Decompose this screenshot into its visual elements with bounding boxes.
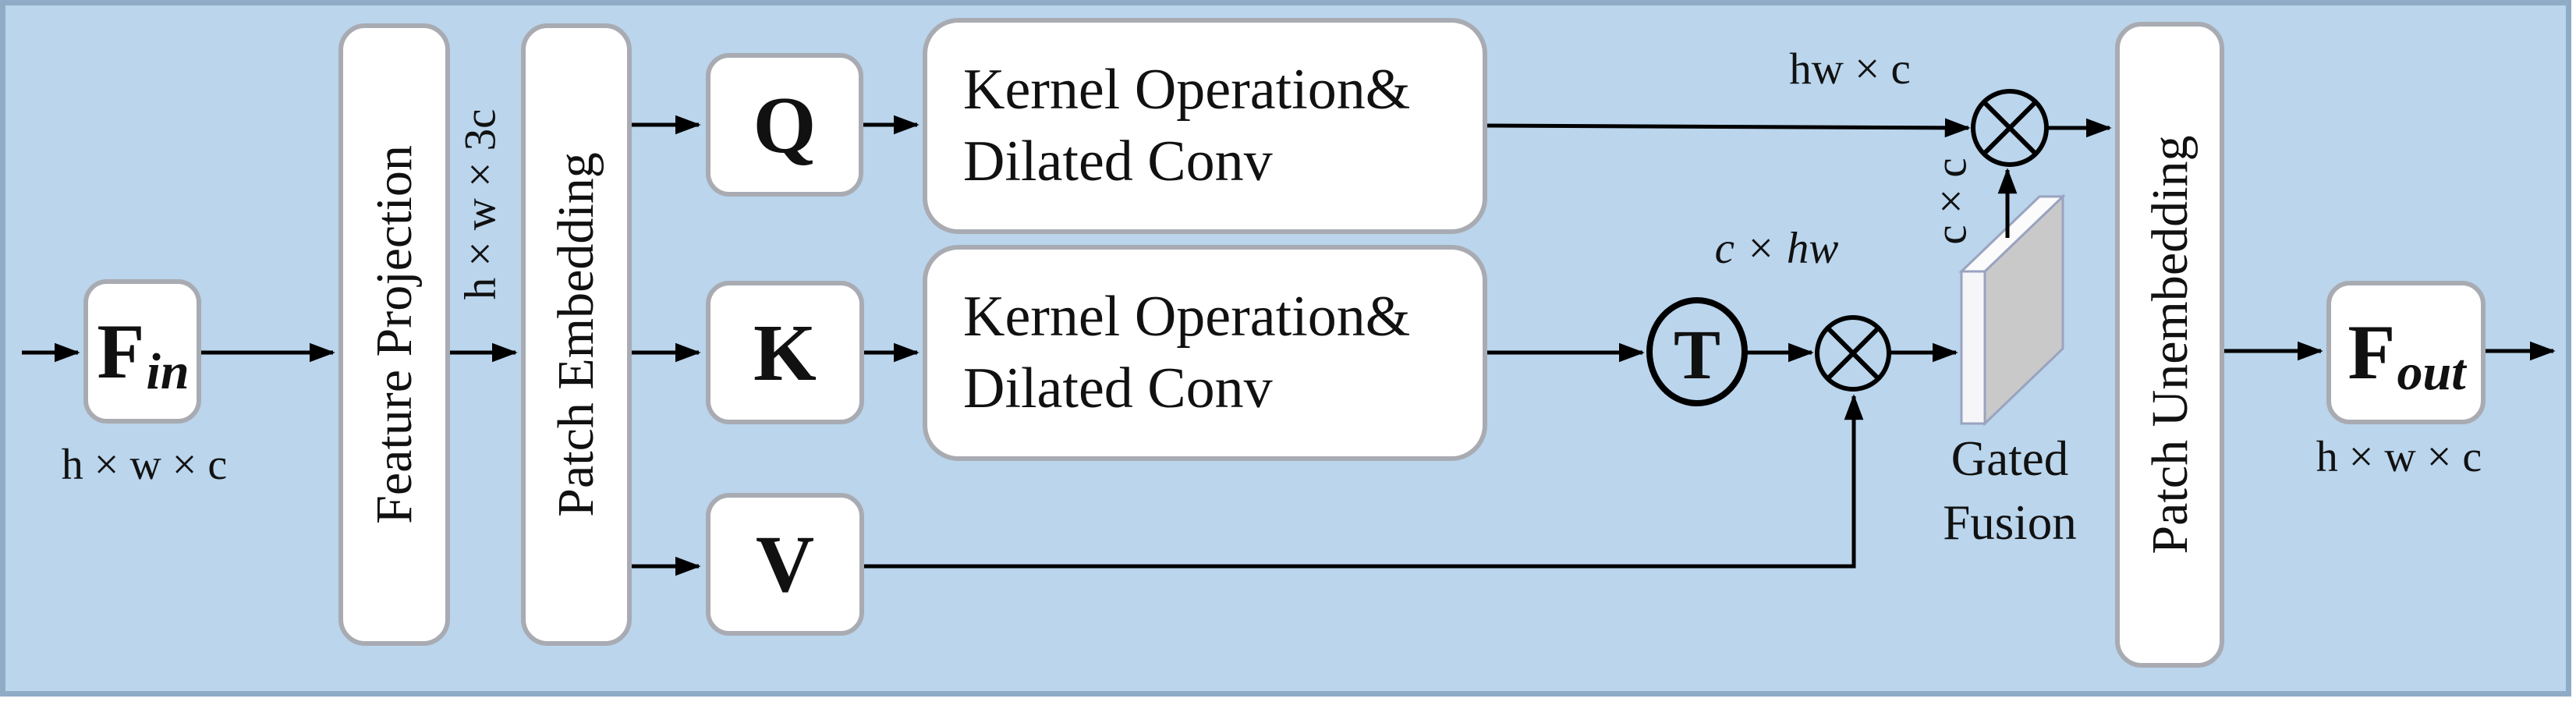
feature-projection-label: Feature Projection: [366, 145, 423, 524]
arrow-kernel-q-to-multiply-top: [1486, 118, 1971, 138]
k-label: K: [753, 307, 817, 398]
node-patch-embedding: [521, 23, 632, 646]
gated-fusion-caption: Gated Fusion: [1893, 427, 2127, 555]
f-out-label: F: [2347, 309, 2396, 395]
query-path-dim-label: hw × c: [1789, 44, 1911, 94]
input-dim-label: h × w × c: [61, 441, 228, 489]
f-out-subscript: out: [2397, 344, 2466, 401]
key-transposed-dim-label: c × hw: [1714, 224, 1839, 273]
gate-dim-label: c × c: [1926, 158, 1976, 245]
node-feature-projection: [338, 23, 450, 646]
f-in-subscript: in: [146, 342, 190, 400]
kernel-q-line1: Kernel Operation&: [963, 58, 1411, 122]
arrow-v-to-multiply-bottom: [864, 394, 1864, 569]
gated-fusion-line2: Fusion: [1943, 495, 2077, 550]
slab-front-face: [1960, 270, 1986, 425]
gated-fusion-slab: [1958, 193, 2066, 427]
f-in-label: F: [97, 307, 145, 395]
node-k: K: [706, 281, 864, 424]
node-v: V: [706, 493, 864, 636]
node-q: Q: [706, 53, 863, 197]
q-label: Q: [753, 80, 817, 170]
gated-fusion-line1: Gated: [1951, 431, 2069, 486]
kernel-q-line2: Dilated Conv: [963, 129, 1273, 193]
node-kernel-operation-k: Kernel Operation& Dilated Conv: [923, 245, 1487, 461]
transpose-label: T: [1673, 317, 1721, 394]
output-dim-label: h × w × c: [2316, 433, 2482, 481]
multiply-top-icon: [1971, 89, 2049, 167]
kernel-k-line1: Kernel Operation&: [963, 285, 1411, 349]
kernel-k-line2: Dilated Conv: [963, 356, 1273, 420]
transpose-circle-icon: [1646, 297, 1748, 406]
node-kernel-operation-q: Kernel Operation& Dilated Conv: [923, 18, 1487, 234]
node-patch-unembedding: [2115, 22, 2224, 668]
patch-unembedding-label: Patch Unembedding: [2142, 135, 2199, 555]
patch-embedding-label: Patch Embedding: [547, 152, 604, 517]
v-label: V: [755, 519, 815, 609]
projection-dim-label: h × w × 3c: [455, 108, 505, 300]
multiply-bottom-icon: [1815, 315, 1891, 392]
